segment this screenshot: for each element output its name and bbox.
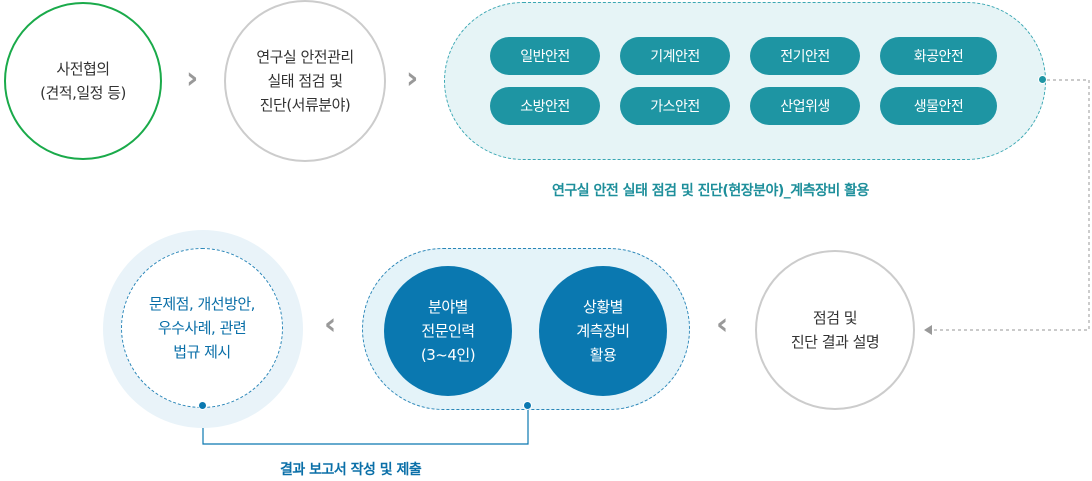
step-pre-consult: 사전협의 (견적,일정 등): [4, 2, 162, 160]
field-tag: 산업위생: [750, 87, 860, 125]
field-areas-panel: [444, 2, 1046, 160]
chevron-left-icon: ‹: [324, 307, 337, 342]
field-tag: 소방안전: [490, 87, 600, 125]
field-tag: 가스안전: [620, 87, 730, 125]
step-report-items: 문제점, 개선방안, 우수사례, 관련 법규 제시: [121, 248, 283, 408]
connector-dot: [198, 401, 207, 410]
field-tag: 전기안전: [750, 37, 860, 75]
field-tag: 생물안전: [880, 87, 997, 125]
field-tag: 화공안전: [880, 37, 997, 75]
experts-circle: 분야별 전문인력 (3~4인): [384, 266, 512, 396]
equipment-circle: 상황별 계측장비 활용: [539, 266, 667, 396]
step-document-review: 연구실 안전관리 실태 점검 및 진단(서류분야): [224, 0, 386, 162]
field-tag: 기계안전: [620, 37, 730, 75]
chevron-right-icon: ›: [406, 61, 419, 96]
step-explain: 점검 및 진단 결과 설명: [755, 250, 915, 410]
chevron-right-icon: ›: [186, 61, 199, 96]
field-tag: 일반안전: [490, 37, 600, 75]
chevron-left-icon: ‹: [716, 307, 729, 342]
report-caption: 결과 보고서 작성 및 제출: [280, 462, 422, 478]
connector-dot: [523, 401, 532, 410]
connector-dot: [1038, 75, 1047, 84]
field-caption: 연구실 안전 실태 점검 및 진단(현장분야)_계측장비 활용: [552, 183, 869, 199]
arrow-head-icon: [924, 325, 932, 335]
